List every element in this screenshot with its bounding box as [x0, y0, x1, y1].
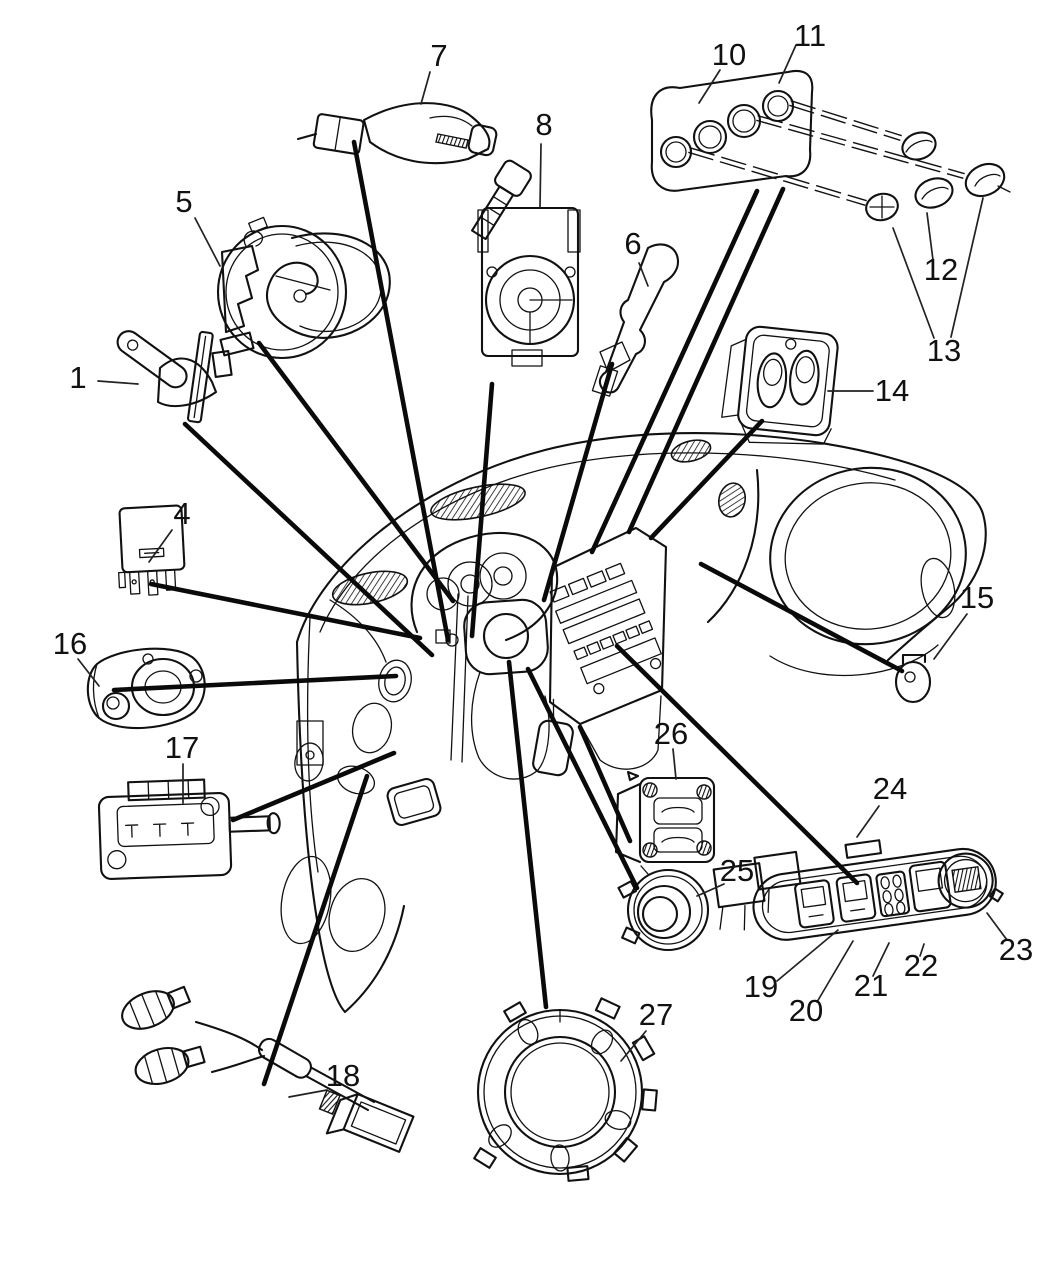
explosion-axis-line [789, 104, 901, 141]
leader-line [351, 139, 451, 643]
callout-6-line [638, 262, 649, 287]
leader-line [230, 750, 397, 823]
part-7-wiper-stalk [296, 102, 498, 165]
callout-12: 12 [924, 252, 958, 287]
callout-25: 25 [720, 853, 754, 888]
leader-line [148, 581, 423, 641]
callout-22: 22 [904, 948, 938, 983]
part-10-11-hvac-bezel [650, 70, 814, 192]
callout-24-line [856, 805, 880, 838]
callout-15-line [933, 613, 968, 660]
part-27-mounting-ring [473, 997, 658, 1182]
explosion-axis-line [756, 119, 964, 179]
callout-14: 14 [875, 373, 909, 408]
callout-15: 15 [960, 580, 994, 615]
callout-17: 17 [165, 730, 199, 765]
callout-10: 10 [712, 37, 746, 72]
callout-27: 27 [639, 997, 673, 1032]
part-19-24-switch-bank [712, 839, 1004, 941]
callout-16-line [77, 658, 100, 687]
callout-26: 26 [654, 716, 688, 751]
explosion-axis-line [689, 147, 867, 202]
leader-line [506, 659, 549, 1010]
callout-7-line [420, 71, 431, 105]
callout-5: 5 [175, 184, 192, 219]
leader-lines [111, 139, 905, 1087]
explosion-axis-line [790, 100, 902, 137]
leader-line [469, 381, 495, 639]
part-8-ignition-switch [471, 159, 581, 367]
part-18-wiring-harness [121, 985, 415, 1153]
callout-19-line [776, 929, 839, 982]
callout-8: 8 [535, 107, 552, 142]
leader-line [614, 643, 860, 886]
callout-23: 23 [999, 932, 1033, 967]
callout-12-line [926, 212, 934, 261]
part-5-clockspring [211, 216, 391, 379]
knob-explosion-axes [688, 100, 965, 206]
leader-line [577, 724, 633, 844]
callout-20-line [816, 940, 854, 1003]
leader-line [626, 186, 786, 535]
callout-7: 7 [430, 38, 447, 73]
callout-21-line [872, 942, 890, 977]
part-6-shift-lever [591, 243, 680, 397]
callout-6: 6 [624, 226, 641, 261]
leader-line [541, 361, 615, 603]
part-14-window-switch-pod [721, 325, 839, 445]
callout-5-line [194, 217, 221, 267]
leader-line [698, 561, 905, 674]
callout-21: 21 [854, 968, 888, 1003]
leader-line [525, 666, 640, 891]
part-12-13-knobs [865, 131, 1011, 222]
callout-16: 16 [53, 626, 87, 661]
explosion-axis-line [757, 115, 965, 175]
callout-24: 24 [873, 771, 907, 806]
callout-label-lines [77, 44, 1008, 1098]
leader-line [182, 421, 435, 658]
callout-13-line [950, 197, 984, 338]
leader-line [256, 340, 456, 604]
callout-23-line [986, 912, 1008, 941]
callout-4-line [148, 529, 173, 563]
leader-line [111, 673, 399, 693]
callout-18-line [288, 1089, 328, 1098]
callout-8-line [539, 143, 542, 208]
part-25-ring-switch [617, 865, 710, 952]
part-17-plunger-switch [97, 778, 281, 880]
callout-11-line [778, 44, 797, 84]
callout-22-line [919, 943, 925, 957]
callout-18: 18 [326, 1058, 360, 1093]
callout-20: 20 [789, 993, 823, 1028]
part-1-turn-signal-stalk [116, 330, 218, 424]
callout-13-line [892, 227, 935, 339]
callout-13: 13 [927, 333, 961, 368]
part-23-outlet-cap-nub [989, 887, 1004, 903]
leader-line [261, 773, 370, 1087]
callout-1: 1 [69, 360, 86, 395]
leader-line [648, 418, 765, 541]
part-26-rocker-switch [614, 770, 716, 864]
callout-26-line [672, 748, 677, 780]
leader-line [589, 188, 760, 555]
callout-4: 4 [173, 496, 190, 531]
part-15-grommet [894, 653, 932, 704]
explosion-axis-line [688, 151, 866, 206]
callout-1-line [97, 380, 139, 385]
callout-11: 11 [794, 18, 826, 53]
callout-19: 19 [744, 969, 778, 1004]
callout-25-line [696, 883, 725, 897]
callout-10-line [698, 69, 721, 104]
callout-27-line [620, 1030, 647, 1062]
